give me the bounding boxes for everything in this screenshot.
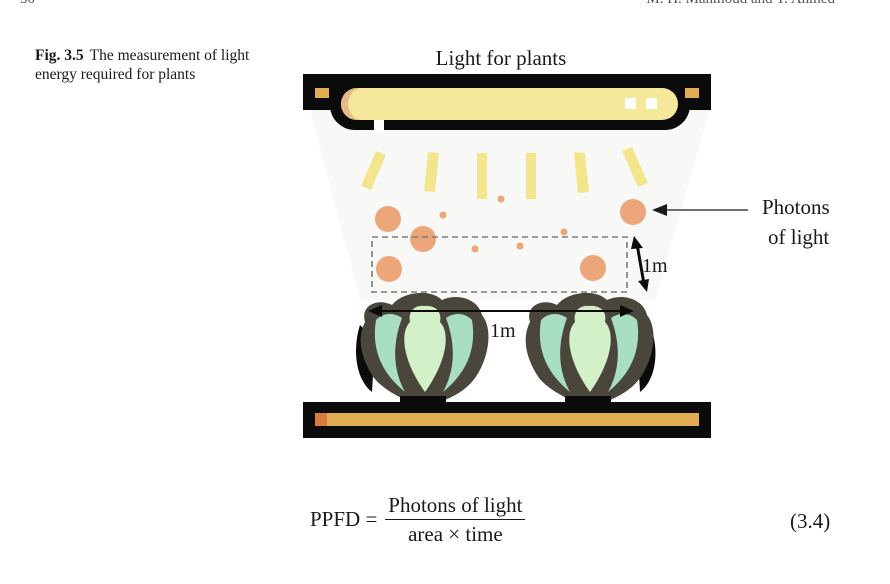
plant-icon-right bbox=[525, 292, 656, 403]
lamp-light-dot-2 bbox=[646, 98, 657, 109]
plant-right-leaf-inner bbox=[569, 305, 611, 392]
photon bbox=[580, 255, 606, 281]
lamp-cap-left bbox=[315, 88, 329, 98]
plant-left-leaf-outer-r bbox=[443, 314, 474, 392]
photon-small bbox=[497, 195, 505, 203]
equation-numerator: Photons of light bbox=[385, 493, 526, 520]
light-ray bbox=[361, 151, 386, 190]
plant-left-leaf-inner bbox=[404, 305, 446, 392]
lamp-tube bbox=[341, 88, 678, 120]
photon-small bbox=[471, 245, 479, 253]
photon bbox=[620, 199, 646, 225]
photon-small bbox=[439, 211, 447, 219]
running-head: 50 M. H. Mahmoud and T. Ahmed bbox=[0, 0, 890, 8]
plant-left-base bbox=[400, 396, 446, 406]
tray-end bbox=[315, 413, 327, 426]
equation-number: (3.4) bbox=[790, 509, 831, 533]
light-ray bbox=[477, 153, 487, 199]
light-rays bbox=[361, 147, 648, 199]
diagram-svg: Light for plants bbox=[303, 46, 830, 438]
equation-ppfd: PPFD = Photons of light area × time bbox=[310, 493, 526, 546]
lamp-icon bbox=[303, 74, 711, 132]
lamp-cap-right bbox=[685, 88, 699, 98]
caption-text: The measurement of light energy required… bbox=[35, 47, 250, 83]
photon-small bbox=[516, 242, 524, 250]
plant-right-base bbox=[565, 396, 611, 406]
tray-fill bbox=[315, 413, 699, 426]
light-ray bbox=[424, 152, 439, 192]
height-dimension-arrow bbox=[631, 236, 649, 292]
lamp-tube-end bbox=[341, 88, 362, 120]
width-dimension-arrow bbox=[368, 305, 634, 317]
arrow-left-icon bbox=[368, 305, 382, 317]
photon-small bbox=[560, 228, 568, 236]
arrow-left-icon bbox=[652, 204, 667, 216]
photons-label-line2: of light bbox=[768, 225, 829, 249]
photons bbox=[375, 195, 646, 282]
lamp-light-dot-1 bbox=[625, 98, 636, 109]
growing-tray bbox=[303, 402, 711, 438]
plant-right-leaf-outer-r bbox=[608, 314, 639, 392]
photons-pointer bbox=[652, 204, 748, 216]
figure-label: Fig. 3.5 bbox=[35, 47, 84, 64]
diagram-title: Light for plants bbox=[436, 46, 567, 70]
equation-fraction: Photons of light area × time bbox=[385, 493, 526, 546]
lamp-gap bbox=[374, 120, 384, 132]
equation-lhs: PPFD = bbox=[310, 507, 378, 531]
width-label: 1m bbox=[490, 320, 516, 342]
height-label: 1m bbox=[642, 255, 668, 277]
light-ray bbox=[526, 153, 536, 199]
arrow-down-icon bbox=[638, 279, 649, 292]
photon bbox=[375, 206, 401, 232]
height-arrow-line bbox=[635, 243, 646, 285]
light-ray bbox=[574, 152, 589, 193]
arrow-up-icon bbox=[631, 236, 643, 249]
page-number: 50 bbox=[20, 0, 35, 8]
light-ray bbox=[622, 147, 648, 187]
plant-icon-left bbox=[356, 292, 489, 403]
figure-light-measurement: Light for plants bbox=[303, 46, 830, 438]
arrow-right-icon bbox=[620, 305, 634, 317]
plant-left-leaf-outer-l bbox=[374, 314, 405, 392]
running-head-authors: M. H. Mahmoud and T. Ahmed bbox=[646, 0, 835, 8]
photons-label-line1: Photons bbox=[762, 195, 830, 219]
plant-right-leaf-outer-l bbox=[539, 314, 570, 392]
photon bbox=[376, 256, 402, 282]
measurement-area-box bbox=[371, 236, 628, 293]
equation-denominator: area × time bbox=[408, 522, 503, 546]
photon bbox=[410, 226, 436, 252]
light-cone bbox=[310, 110, 710, 300]
